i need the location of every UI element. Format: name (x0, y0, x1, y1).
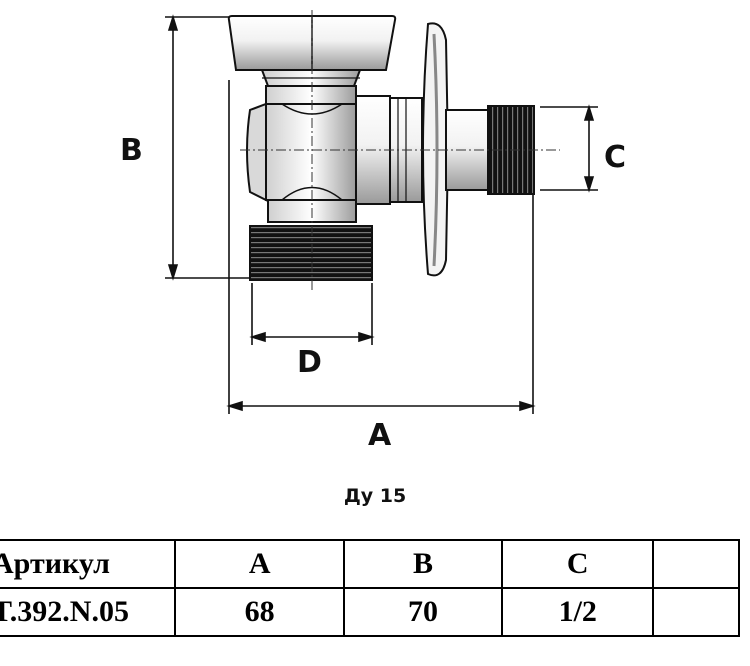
dimension-label-c: C (604, 140, 627, 175)
cell-extra (652, 587, 740, 637)
centre-lines (240, 10, 560, 292)
cell-c: 1/2 (501, 587, 655, 637)
valve-handle (227, 15, 397, 87)
header-article: Артикул (0, 539, 177, 589)
header-b: B (342, 539, 504, 589)
cell-b: 70 (342, 587, 504, 637)
dimension-c-lines (540, 104, 598, 193)
dimension-label-d: D (297, 345, 322, 380)
dimension-d-lines (249, 283, 375, 345)
dimension-b-lines (165, 14, 250, 281)
spec-table: Артикул A B C T.392.N.05 68 70 1/2 (0, 539, 740, 637)
table-row: T.392.N.05 68 70 1/2 (0, 587, 740, 637)
header-a: A (174, 539, 345, 589)
dimension-label-b: B (120, 133, 143, 168)
header-c: C (501, 539, 655, 589)
header-extra (652, 539, 740, 589)
wall-flange (422, 22, 450, 277)
table-header-row: Артикул A B C (0, 539, 740, 589)
dimension-label-a: A (368, 418, 392, 453)
valve-body (246, 85, 423, 223)
cell-a: 68 (174, 587, 345, 637)
nominal-diameter-caption: Ду 15 (343, 485, 407, 507)
dimension-a-lines (226, 80, 536, 414)
cell-article: T.392.N.05 (0, 587, 177, 637)
inlet-pipe-bottom (249, 225, 373, 281)
